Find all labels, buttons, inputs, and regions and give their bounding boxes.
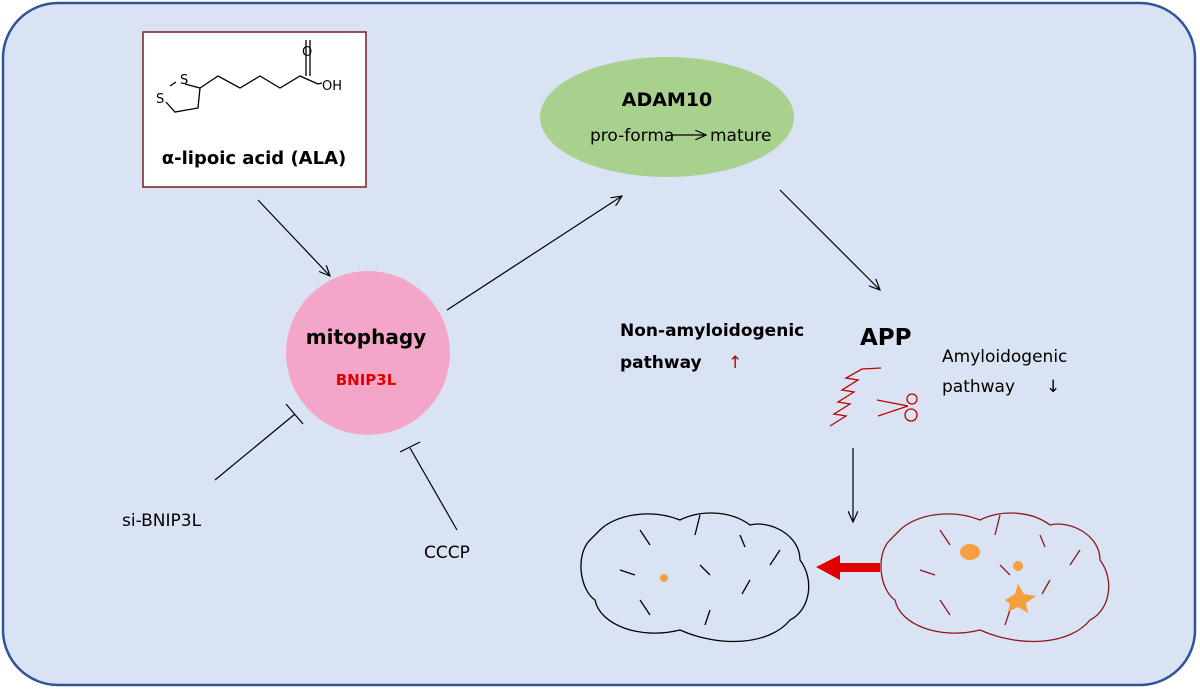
down-arrow-icon: ↓ [1046,377,1060,397]
sulfur-label: S [180,73,188,88]
amyloid-line2: pathway [942,377,1015,397]
up-arrow-icon: ↑ [728,353,742,373]
scissors-icon [876,393,918,422]
ala-label: α-lipoic acid (ALA) [162,148,346,169]
amyloid-plaques [960,544,1036,613]
lipoic-acid-structure [165,40,323,113]
mitophagy-to-adam10-arrow [446,196,622,311]
adam10-title: ADAM10 [622,89,713,111]
adam10-to-app-arrow [779,189,880,290]
mitophagy-node: mitophagy BNIP3L [286,271,450,435]
cccp-inhibition [409,447,458,531]
oxygen-label: O [302,45,312,60]
adam10-proforma: pro-forma [590,126,674,146]
ala-to-mitophagy-arrow [257,199,330,276]
adam10-node: ADAM10 pro-forma mature [540,57,794,177]
si-bnip3l-label: si-BNIP3L [122,511,202,531]
non-amyloid-line2: pathway [620,353,702,373]
si-bnip3l-inhibition [214,413,296,481]
app-label: APP [860,325,912,351]
sulfur-label: S [156,92,164,107]
healthy-brain-icon [580,512,810,643]
ala-box: S S O OH α-lipoic acid (ALA) [142,31,367,188]
bnip3l-label: BNIP3L [336,371,397,389]
improvement-arrow-icon [816,555,880,580]
plaque-icon [660,574,668,582]
amyloid-line1: Amyloidogenic [942,347,1067,367]
cccp-label: CCCP [424,543,470,563]
hydroxyl-label: OH [322,79,342,94]
diseased-brain-icon [880,512,1110,643]
mitophagy-title: mitophagy [306,325,426,349]
non-amyloid-line1: Non-amyloidogenic [620,321,804,341]
adam10-mature: mature [710,126,772,146]
app-protein-icon [829,367,882,427]
